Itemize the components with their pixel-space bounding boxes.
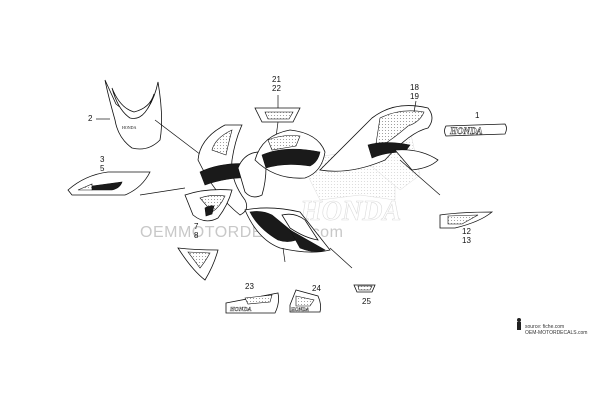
part-24-honda-wing-emblem: HONDA bbox=[289, 289, 322, 313]
part-7-8-lower-fairing-decal bbox=[177, 189, 233, 281]
callout-1: 1 bbox=[475, 111, 480, 120]
callout-23: 23 bbox=[245, 282, 254, 291]
part-23-honda-lower-emblem: HONDA bbox=[225, 292, 279, 314]
source-line-1: source: fiche.com bbox=[525, 324, 564, 330]
part-21-22-tank-decal bbox=[254, 107, 301, 123]
callout-22: 22 bbox=[272, 84, 281, 93]
honda-watermark-logo-text: HONDA bbox=[299, 196, 401, 227]
callout-12: 12 bbox=[462, 227, 471, 236]
leader-line-18b bbox=[399, 159, 441, 196]
source-line-2: OEM-MOTORDECALS.com bbox=[525, 330, 587, 336]
part-2-seat-cowl-decal: HONDA bbox=[104, 79, 162, 150]
callout-25: 25 bbox=[362, 297, 371, 306]
source-stamp: source: fiche.com OEM-MOTORDECALS.com bbox=[517, 318, 587, 336]
leader-line-2b bbox=[154, 119, 206, 159]
part-2-honda-mark: HONDA bbox=[122, 125, 137, 130]
leader-line-18 bbox=[413, 100, 417, 113]
callout-5: 5 bbox=[100, 164, 105, 173]
callout-8: 8 bbox=[194, 231, 199, 240]
part-3-5-side-decal bbox=[67, 171, 151, 196]
fuel-tank-assembly bbox=[254, 129, 326, 179]
leader-line-mid bbox=[282, 247, 286, 263]
part-24-honda-text: HONDA bbox=[290, 308, 310, 313]
callout-21: 21 bbox=[272, 75, 281, 84]
part-23-honda-text: HONDA bbox=[229, 307, 252, 313]
part-1-honda-text: HONDA bbox=[449, 126, 483, 136]
callout-24: 24 bbox=[312, 284, 321, 293]
part-18-19-tail-decal bbox=[319, 105, 439, 172]
leader-line-mid-b bbox=[329, 247, 353, 269]
callout-2: 2 bbox=[88, 114, 93, 123]
callout-13: 13 bbox=[462, 236, 471, 245]
part-12-13-stripe-decal bbox=[439, 211, 494, 229]
part-1-honda-emblem: HONDA bbox=[444, 123, 507, 137]
leader-line-3 bbox=[139, 187, 186, 196]
callout-7: 7 bbox=[194, 222, 199, 231]
callout-3: 3 bbox=[100, 155, 105, 164]
callout-19: 19 bbox=[410, 92, 419, 101]
callout-18: 18 bbox=[410, 83, 419, 92]
part-25-small-decal bbox=[353, 284, 376, 293]
mid-fairing-stripe bbox=[244, 207, 331, 253]
